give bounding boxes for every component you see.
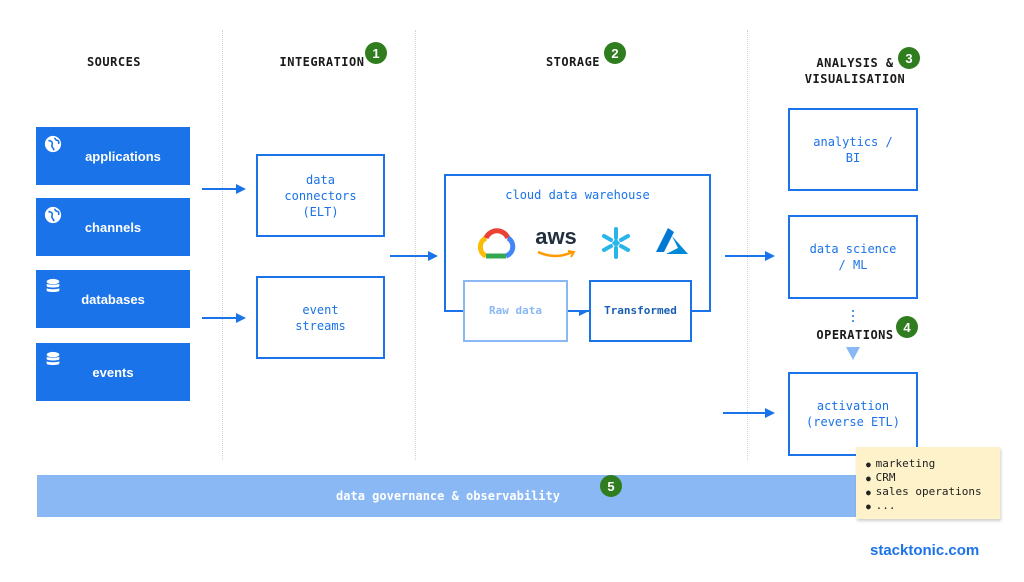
data-connectors-box: data connectors (ELT) xyxy=(256,154,385,237)
source-databases: databases xyxy=(36,270,190,328)
activation-use-cases-note: marketing CRM sales operations ... xyxy=(856,447,1000,519)
globe-icon xyxy=(44,206,62,224)
header-operations: OPERATIONS xyxy=(816,328,894,342)
data-science-box: data science / ML xyxy=(788,215,918,299)
event-streams-box: event streams xyxy=(256,276,385,359)
raw-data-box: Raw data xyxy=(463,280,568,342)
column-divider xyxy=(415,30,416,460)
header-integration: INTEGRATION xyxy=(279,55,365,69)
header-storage: STORAGE xyxy=(545,55,601,69)
governance-label: data governance & observability xyxy=(336,489,560,503)
step-badge-4: 4 xyxy=(896,316,918,338)
header-analysis: ANALYSIS & VISUALISATION xyxy=(800,55,910,87)
warehouse-title: cloud data warehouse xyxy=(505,188,650,202)
source-label: events xyxy=(92,365,134,380)
connectors-line1: data xyxy=(306,172,335,187)
governance-bar: data governance & observability xyxy=(37,475,859,517)
bi-line1: analytics / xyxy=(813,134,893,149)
ds-line2: / ML xyxy=(838,258,868,272)
database-icon xyxy=(46,351,60,365)
google-cloud-logo xyxy=(477,228,516,259)
aws-smile-icon xyxy=(537,250,576,258)
ds-line1: data science xyxy=(809,242,897,256)
connectors-line2: connectors xyxy=(284,188,357,203)
source-label: applications xyxy=(85,149,161,164)
streams-line2: streams xyxy=(295,318,346,333)
source-label: databases xyxy=(81,292,145,307)
source-applications: applications xyxy=(36,127,190,185)
step-badge-1: 1 xyxy=(365,42,387,64)
analytics-bi-box: analytics / BI xyxy=(788,108,918,191)
transformed-box: Transformed xyxy=(589,280,692,342)
azure-logo xyxy=(656,228,688,254)
source-events: events xyxy=(36,343,190,401)
activation-line1: activation xyxy=(816,399,890,413)
source-channels: channels xyxy=(36,198,190,256)
header-analysis-line1: ANALYSIS & xyxy=(816,56,894,70)
note-item: sales operations xyxy=(866,485,1000,499)
aws-logo: aws xyxy=(535,224,577,249)
step-badge-5: 5 xyxy=(600,475,622,497)
note-item: ... xyxy=(866,499,1000,513)
note-item: marketing xyxy=(866,457,1000,471)
bi-line2: BI xyxy=(845,150,861,165)
column-divider xyxy=(222,30,223,460)
connectors-line3: (ELT) xyxy=(302,204,339,219)
activation-box: activation (reverse ETL) xyxy=(788,372,918,456)
activation-line2: (reverse ETL) xyxy=(806,415,900,429)
down-triangle-icon xyxy=(846,347,860,360)
note-item: CRM xyxy=(866,471,1000,485)
snowflake-logo xyxy=(602,227,630,259)
streams-line1: event xyxy=(302,302,339,317)
database-icon xyxy=(46,278,60,292)
globe-icon xyxy=(44,135,62,153)
step-badge-3: 3 xyxy=(898,47,920,69)
header-sources: SOURCES xyxy=(86,55,142,69)
brand-logo: stacktonic.com xyxy=(870,542,980,559)
step-badge-2: 2 xyxy=(604,42,626,64)
column-divider xyxy=(747,30,748,460)
source-label: channels xyxy=(84,220,142,235)
header-analysis-line2: VISUALISATION xyxy=(804,72,906,86)
